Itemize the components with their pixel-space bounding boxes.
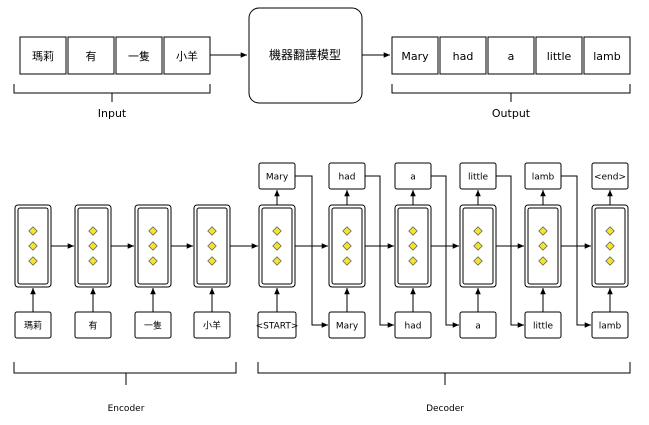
encoder-input-2-text: 有	[88, 320, 97, 332]
decoder-bracket	[257, 362, 631, 374]
top-output-box-1	[391, 36, 439, 75]
decoder-output-5-text: lamb	[532, 173, 555, 183]
decoder-input-2-box	[328, 311, 366, 339]
top-input-box-2	[67, 36, 115, 75]
encoder-label: Encoder	[108, 404, 145, 414]
top-output-token-2: had	[453, 50, 474, 63]
top-output-box-4	[535, 36, 583, 75]
top-output-box-3	[487, 36, 535, 75]
decoder-input-6-text: lamb	[599, 322, 622, 332]
decoder-cell-1-unit-3	[272, 256, 282, 266]
decoder-input-3-box	[394, 311, 432, 339]
top-input-token-4: 小羊	[176, 49, 198, 63]
decoder-output-3-text: a	[410, 173, 416, 183]
encoder-cell-2-unit-2	[88, 241, 98, 251]
decoder-output-2-box	[328, 162, 366, 190]
decoder-output-4-box	[459, 162, 497, 190]
decoder-cell-4-unit-3	[473, 256, 483, 266]
decoder-cell-1-unit-2	[272, 241, 282, 251]
encoder-cell-3-unit-1	[148, 226, 158, 236]
rnn-edges-layer	[30, 175, 613, 328]
decoder-cell-6-unit-1	[605, 226, 615, 236]
top-output-token-1: Mary	[401, 50, 429, 63]
decoder-cell-6-unit-3	[605, 256, 615, 266]
decoder-output-3-box	[394, 162, 432, 190]
encoder-cell-4-unit-2	[207, 241, 217, 251]
encoder-input-3-text: 一隻	[144, 320, 162, 332]
decoder-output-5-box	[524, 162, 562, 190]
rnn-cells-layer	[14, 204, 629, 288]
decoder-input-3-text: had	[405, 322, 422, 332]
output-label: Output	[492, 107, 531, 120]
top-input-token-1: 瑪莉	[32, 50, 54, 63]
decoder-cell-2-unit-1	[342, 226, 352, 236]
top-output-token-3: a	[508, 50, 515, 63]
input-label: Input	[98, 107, 127, 120]
feedback-arrow-4	[496, 175, 524, 328]
decoder-cell-3-unit-2	[408, 241, 418, 251]
output-bracket	[391, 84, 631, 94]
decoder-cell-4-unit-1	[473, 226, 483, 236]
feedback-arrow-1	[295, 175, 328, 328]
decoder-input-1-box	[257, 311, 297, 339]
decoder-output-1-box	[258, 162, 296, 190]
top-output-token-5: lamb	[593, 50, 621, 63]
decoder-output-6-box	[591, 162, 629, 190]
decoder-cell-3-unit-1	[408, 226, 418, 236]
decoder-cell-3-unit-3	[408, 256, 418, 266]
decoder-cell-4-unit-2	[473, 241, 483, 251]
feedback-arrow-2	[365, 175, 394, 328]
decoder-input-4-box	[459, 311, 497, 339]
decoder-cell-1-unit-1	[272, 226, 282, 236]
top-input-token-3: 一隻	[128, 49, 150, 63]
encoder-input-3-box	[134, 311, 172, 339]
encoder-cell-4-unit-3	[207, 256, 217, 266]
decoder-label: Decoder	[426, 404, 464, 414]
input-bracket	[13, 84, 211, 94]
decoder-cell-2-unit-3	[342, 256, 352, 266]
decoder-cell-5-unit-1	[538, 226, 548, 236]
top-output-group: Mary had a little lamb	[391, 36, 631, 75]
encoder-cell-2-unit-3	[88, 256, 98, 266]
top-output-box-2	[439, 36, 487, 75]
decoder-input-2-text: Mary	[336, 322, 359, 332]
top-output-box-5	[583, 36, 631, 75]
decoder-input-5-text: little	[533, 322, 554, 332]
top-output-token-4: little	[547, 50, 572, 63]
decoder-input-4-text: a	[475, 322, 481, 332]
encoder-input-4-box	[193, 311, 231, 339]
feedback-arrow-5	[561, 175, 591, 328]
decoder-output-6-text: <end>	[594, 173, 626, 183]
top-input-token-2: 有	[86, 49, 97, 63]
encoder-cell-1-unit-3	[28, 256, 38, 266]
encoder-cell-3-unit-3	[148, 256, 158, 266]
decoder-output-1-text: Mary	[266, 173, 289, 183]
translation-model-label: 機器翻譯模型	[269, 47, 341, 62]
decoder-cell-2-unit-2	[342, 241, 352, 251]
decoder-output-2-text: had	[339, 173, 356, 183]
feedback-arrow-3	[431, 175, 459, 328]
encoder-input-1-text: 瑪莉	[24, 320, 42, 332]
decoder-input-6-box	[591, 311, 629, 339]
encoder-input-2-box	[74, 311, 112, 339]
encoder-cell-3-unit-2	[148, 241, 158, 251]
decoder-output-4-text: little	[468, 173, 489, 183]
encoder-input-4-text: 小羊	[203, 320, 221, 332]
top-input-group: 瑪莉 有 一隻 小羊	[19, 36, 211, 75]
encoder-cell-1-unit-2	[28, 241, 38, 251]
decoder-input-1-text: <START>	[256, 322, 299, 332]
encoder-bracket	[13, 362, 237, 374]
encoder-cell-1-unit-1	[28, 226, 38, 236]
top-input-box-1	[19, 36, 67, 75]
decoder-cell-5-unit-2	[538, 241, 548, 251]
decoder-input-5-box	[524, 311, 562, 339]
top-input-box-3	[115, 36, 163, 75]
decoder-cell-6-unit-2	[605, 241, 615, 251]
encoder-input-1-box	[14, 311, 52, 339]
encoder-cell-4-unit-1	[207, 226, 217, 236]
decoder-cell-5-unit-3	[538, 256, 548, 266]
encoder-cell-2-unit-1	[88, 226, 98, 236]
rnn-tokens-layer: 瑪莉有一隻小羊<START>MaryMaryhadhadaalittlelitt…	[14, 162, 629, 339]
